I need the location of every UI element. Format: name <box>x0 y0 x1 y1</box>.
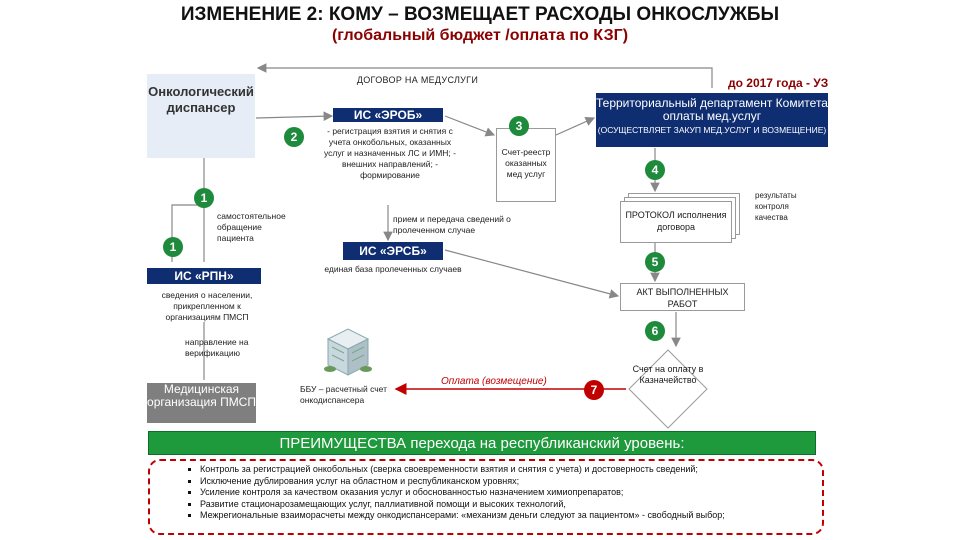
quality-control-results: результаты контроля качества <box>755 191 797 222</box>
is-rpn-description: сведения о населении, прикрепленном к ор… <box>161 290 253 322</box>
step-1-badge-b: 1 <box>163 237 183 257</box>
territory-subtitle: (ОСУЩЕСТВЛЯЕТ ЗАКУП МЕД.УСЛУГ И ВОЗМЕЩЕН… <box>597 125 827 135</box>
is-ersb-description: единая база пролеченных случаев <box>324 264 462 274</box>
oncology-dispensary-box: Онкологический диспансер <box>147 74 255 158</box>
advantages-title: ПРЕИМУЩЕСТВА перехода на республиканский… <box>148 431 816 455</box>
page-subtitle: (глобальный бюджет /оплата по КЗГ) <box>331 27 629 44</box>
step-2-badge: 2 <box>284 127 304 147</box>
treasury-invoice-label: Счет на оплату в Казначейство <box>632 364 704 385</box>
is-rpn-box: ИС «РПН» <box>147 268 261 284</box>
data-transfer-label: прием и передача сведений о пролеченном … <box>393 214 511 235</box>
step-5-badge: 5 <box>645 252 665 272</box>
protocol-sheet-front: ПРОТОКОЛ исполнения договора <box>620 201 732 243</box>
building-icon <box>324 328 372 376</box>
territory-title: Территориальный департамент Комитета опл… <box>596 96 828 123</box>
invoice-register-box: Счет-реестр оказанных мед услуг <box>496 128 556 202</box>
bank-account-label: ББУ – расчетный счет онкодиспансера <box>300 384 388 405</box>
advantage-item: Исключение дублирования услуг на областн… <box>200 476 816 488</box>
step-3-badge: 3 <box>509 116 529 136</box>
step-6-badge: 6 <box>645 321 665 341</box>
until-2017-note: до 2017 года - УЗ <box>728 76 829 90</box>
oncology-dispensary-label: Онкологический диспансер <box>148 84 254 115</box>
advantage-item: Усиление контроля за качеством оказания … <box>200 487 816 499</box>
verification-referral-label: направление на верификацию <box>185 337 249 358</box>
step-4-badge: 4 <box>645 160 665 180</box>
treasury-invoice-diamond <box>628 349 708 429</box>
treasury-invoice-text-wrap: Счет на оплату в Казначейство <box>628 349 708 429</box>
payment-label: Оплата (возмещение) <box>441 376 547 387</box>
step-1-badge-a: 1 <box>194 188 214 208</box>
acceptance-act-box: АКТ ВЫПОЛНЕННЫХ РАБОТ <box>620 283 745 311</box>
advantage-item: Развитие стационарозамещающих услуг, пал… <box>200 499 816 511</box>
contract-label: ДОГОВОР НА МЕДУСЛУГИ <box>356 75 479 85</box>
is-erob-box: ИС «ЭРОБ» <box>333 108 443 122</box>
territory-department-box: Территориальный департамент Комитета опл… <box>596 93 828 147</box>
pmsp-organization-box: Медицинская организация ПМСП <box>147 383 256 423</box>
advantage-item: Межрегиональные взаиморасчеты между онко… <box>200 510 816 522</box>
protocol-stack: ПРОТОКОЛ исполнения договора <box>620 193 740 243</box>
protocol-label: ПРОТОКОЛ исполнения договора <box>625 210 727 232</box>
is-erob-description: - регистрация взятия и снятия с учета он… <box>324 126 456 180</box>
advantage-item: Контроль за регистрацией онкобольных (св… <box>200 464 816 476</box>
advantages-list: Контроль за регистрацией онкобольных (св… <box>148 459 824 535</box>
self-referral-label: самостоятельное обращение пациента <box>217 211 286 243</box>
step-7-badge: 7 <box>584 380 604 400</box>
page-title: ИЗМЕНЕНИЕ 2: КОМУ – ВОЗМЕЩАЕТ РАСХОДЫ ОН… <box>180 4 780 25</box>
is-ersb-box: ИС «ЭРСБ» <box>343 242 443 260</box>
